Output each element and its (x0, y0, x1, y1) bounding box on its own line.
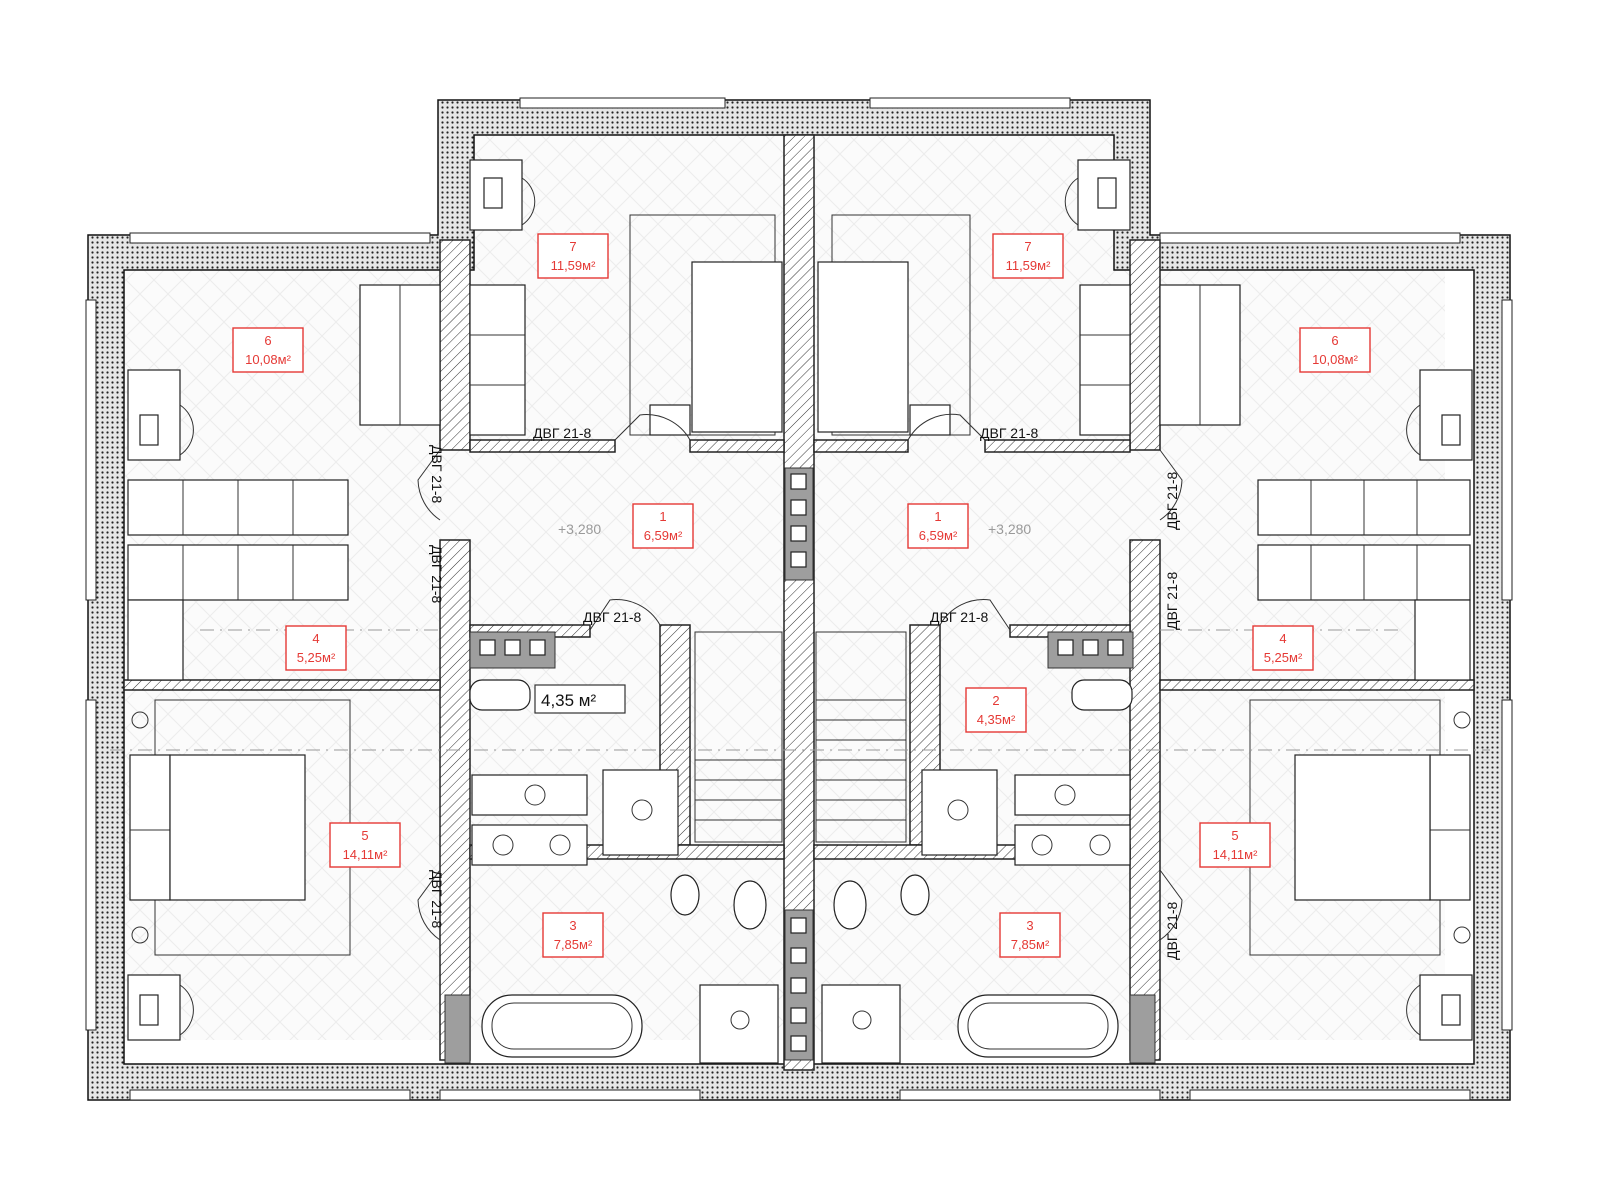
room-label-5-right: 5 14,11м² (1199, 822, 1271, 868)
svg-text:3: 3 (1026, 918, 1033, 933)
door-tag: ДВГ 21-8 (533, 425, 592, 441)
bed-room5-right (1249, 699, 1471, 956)
svg-text:7,85м²: 7,85м² (1011, 937, 1050, 952)
svg-text:4,35м²: 4,35м² (977, 712, 1016, 727)
svg-text:6,59м²: 6,59м² (644, 528, 683, 543)
room-label-3-left: 3 7,85м² (542, 912, 604, 958)
svg-text:6: 6 (264, 333, 271, 348)
svg-text:6,59м²: 6,59м² (919, 528, 958, 543)
door-tag: ДВГ 21-8 (1164, 571, 1180, 630)
svg-text:5,25м²: 5,25м² (297, 650, 336, 665)
door-tag: ДВГ 21-8 (1164, 901, 1180, 960)
door-tag: ДВГ 21-8 (429, 870, 445, 929)
svg-text:11,59м²: 11,59м² (551, 258, 597, 273)
svg-text:2: 2 (992, 693, 999, 708)
svg-text:1: 1 (659, 509, 666, 524)
svg-text:11,59м²: 11,59м² (1006, 258, 1052, 273)
door-tag: ДВГ 21-8 (429, 545, 445, 604)
level-mark-right: +3,280 (988, 521, 1031, 537)
room-label-7-right: 7 11,59м² (992, 233, 1064, 279)
bed-room5-left (129, 699, 351, 956)
svg-text:3: 3 (569, 918, 576, 933)
bathroom-fixtures (469, 679, 1133, 1064)
svg-text:7: 7 (569, 239, 576, 254)
room-label-2-right: 2 4,35м² (965, 687, 1027, 733)
svg-text:10,08м²: 10,08м² (1312, 352, 1358, 367)
door-tag: ДВГ 21-8 (1164, 471, 1180, 530)
svg-text:5: 5 (361, 828, 368, 843)
room-label-7-left: 7 11,59м² (537, 233, 609, 279)
door-tag: ДВГ 21-8 (429, 445, 445, 504)
room-labels: 7 11,59м² 7 11,59м² 6 10,08м² 6 10,08м² … (232, 233, 1371, 958)
svg-text:4: 4 (312, 631, 319, 646)
svg-text:5,25м²: 5,25м² (1264, 650, 1303, 665)
vent-shafts (444, 467, 1156, 1064)
area-box: 4,35 м² (534, 684, 626, 714)
desks (127, 159, 1473, 1041)
bed-room7-right (817, 214, 971, 436)
svg-text:14,11м²: 14,11м² (1213, 847, 1259, 862)
room-label-1-left: 1 6,59м² (632, 503, 694, 549)
svg-text:6: 6 (1331, 333, 1338, 348)
door-tag: ДВГ 21-8 (980, 425, 1039, 441)
doors (417, 413, 1183, 941)
svg-text:7: 7 (1024, 239, 1031, 254)
door-tag: ДВГ 21-8 (583, 609, 642, 625)
level-mark-left: +3,280 (558, 521, 601, 537)
room-label-6-right: 6 10,08м² (1299, 327, 1371, 373)
bed-room7-left (629, 214, 783, 436)
door-tags: ДВГ 21-8 ДВГ 21-8 ДВГ 21-8 ДВГ 21-8 ДВГ … (429, 425, 1180, 960)
svg-text:7,85м²: 7,85м² (554, 937, 593, 952)
room-label-5-left: 5 14,11м² (329, 822, 401, 868)
room-label-4-right: 4 5,25м² (1252, 625, 1314, 671)
room-label-4-left: 4 5,25м² (285, 625, 347, 671)
svg-text:4: 4 (1279, 631, 1286, 646)
svg-text:4,35 м²: 4,35 м² (541, 691, 596, 710)
door-tag: ДВГ 21-8 (930, 609, 989, 625)
svg-text:1: 1 (934, 509, 941, 524)
room-label-3-right: 3 7,85м² (999, 912, 1061, 958)
room-label-6-left: 6 10,08м² (232, 327, 304, 373)
wardrobes (127, 284, 1471, 681)
outer-walls (85, 97, 1513, 1101)
svg-text:5: 5 (1231, 828, 1238, 843)
svg-text:10,08м²: 10,08м² (245, 352, 291, 367)
room-label-1-right: 1 6,59м² (907, 503, 969, 549)
staircase (694, 631, 907, 843)
svg-text:14,11м²: 14,11м² (343, 847, 389, 862)
